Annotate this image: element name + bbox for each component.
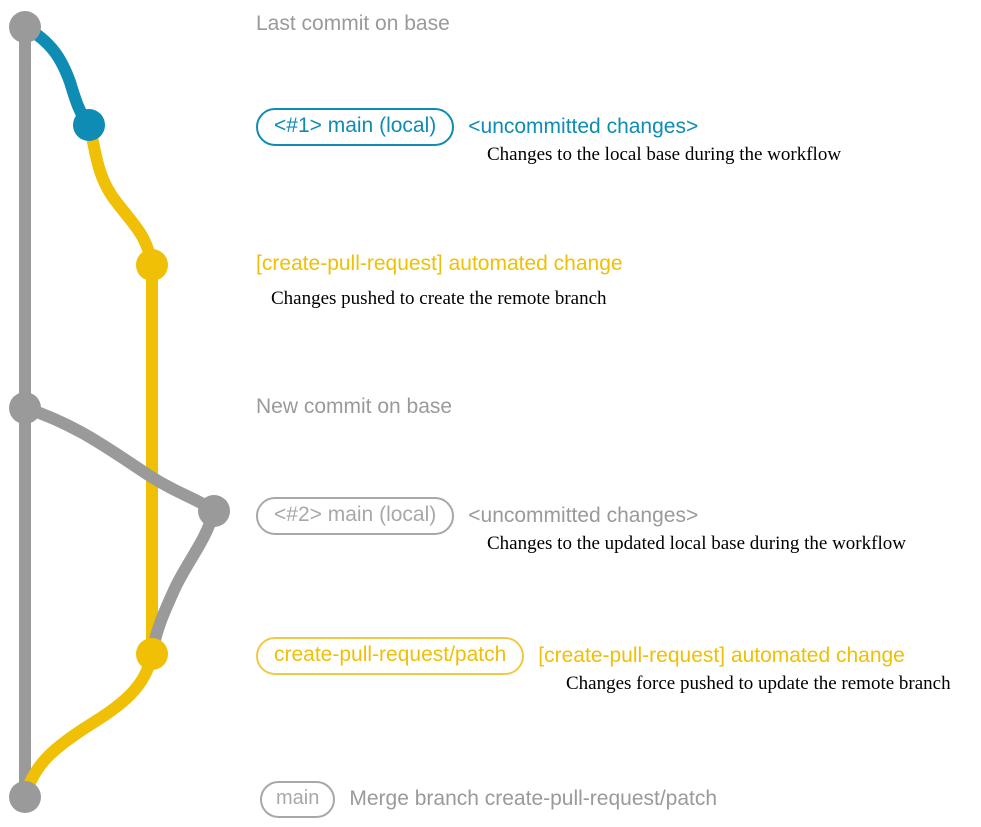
headline-local-commit-2: <uncommitted changes> <box>468 504 699 527</box>
node-last-commit-on-base[interactable] <box>9 11 41 43</box>
description-local-commit-2: Changes to the updated local base during… <box>487 533 906 554</box>
branch-pill-main-local-1[interactable]: <#1> main (local) <box>256 108 455 147</box>
node-local-commit-1[interactable] <box>73 109 105 141</box>
branch-pill-main-local-2[interactable]: <#2> main (local) <box>256 497 455 536</box>
remote-branch-line-1 <box>83 119 158 660</box>
description-remote-commit-2: Changes force pushed to update the remot… <box>566 673 951 694</box>
node-local-commit-2[interactable] <box>198 495 230 527</box>
headline-last-commit-on-base: Last commit on base <box>256 12 450 35</box>
headline-local-commit-1: <uncommitted changes> <box>468 115 699 138</box>
row-remote-commit-2: create-pull-request/patch [create-pull-r… <box>256 637 905 676</box>
local-branch-line-2 <box>19 402 221 660</box>
row-last-commit-on-base: Last commit on base <box>256 12 450 35</box>
row-new-commit-on-base: New commit on base <box>256 395 453 418</box>
row-local-commit-1: <#1> main (local) <uncommitted changes> <box>256 108 699 147</box>
remote-branch-line-2 <box>19 648 158 803</box>
node-merge-commit[interactable] <box>9 781 41 813</box>
row-remote-commit-1: [create-pull-request] automated change <box>256 252 623 275</box>
node-remote-commit-2[interactable] <box>136 638 168 670</box>
description-remote-commit-1: Changes pushed to create the remote bran… <box>271 288 607 309</box>
local-branch-line-1 <box>19 21 95 131</box>
headline-remote-commit-1: [create-pull-request] automated change <box>256 252 623 275</box>
description-local-commit-1: Changes to the local base during the wor… <box>487 144 842 165</box>
branch-pill-create-pull-request-patch[interactable]: create-pull-request/patch <box>256 637 525 676</box>
node-new-commit-on-base[interactable] <box>9 392 41 424</box>
row-local-commit-2: <#2> main (local) <uncommitted changes> <box>256 497 699 536</box>
node-remote-commit-1[interactable] <box>136 249 168 281</box>
headline-merge-commit: Merge branch create-pull-request/patch <box>349 787 718 811</box>
headline-new-commit-on-base: New commit on base <box>256 395 453 418</box>
branch-pill-main[interactable]: main <box>260 781 336 818</box>
row-merge-commit: main Merge branch create-pull-request/pa… <box>260 781 717 818</box>
headline-remote-commit-2: [create-pull-request] automated change <box>538 644 905 667</box>
